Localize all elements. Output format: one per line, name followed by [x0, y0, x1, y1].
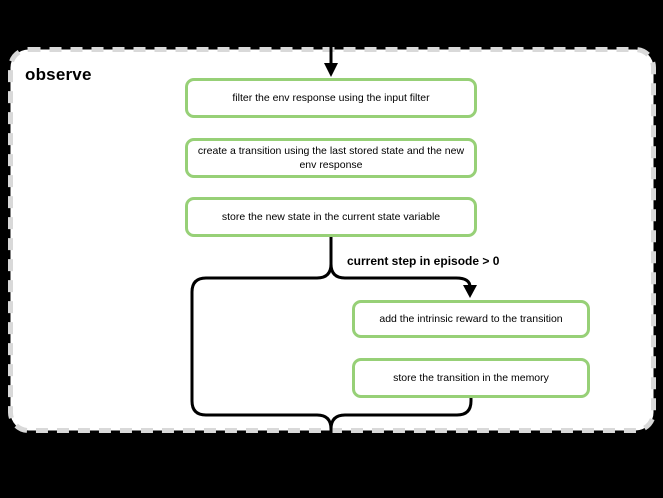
bypass-connector: [190, 263, 333, 447]
node-label: store the transition in the memory: [393, 371, 549, 384]
node-label: filter the env response using the input …: [232, 91, 430, 104]
condition-label: current step in episode > 0: [347, 254, 500, 268]
node-filter-env-response: filter the env response using the input …: [185, 78, 477, 118]
group-title: observe: [25, 65, 92, 84]
condition-arrowhead-icon: [463, 285, 477, 298]
node-label: store the new state in the current state…: [221, 210, 441, 223]
node-store-transition: store the transition in the memory: [352, 358, 590, 398]
entry-arrowhead-icon: [324, 63, 338, 77]
node-add-intrinsic-reward: add the intrinsic reward to the transiti…: [352, 300, 590, 338]
node-label: add the intrinsic reward to the transiti…: [379, 312, 563, 325]
merge-exit-connector: [329, 398, 473, 447]
node-create-transition: create a transition using the last store…: [185, 138, 477, 178]
node-label: create a transition using the last store…: [197, 144, 465, 171]
node-store-new-state: store the new state in the current state…: [185, 197, 477, 237]
